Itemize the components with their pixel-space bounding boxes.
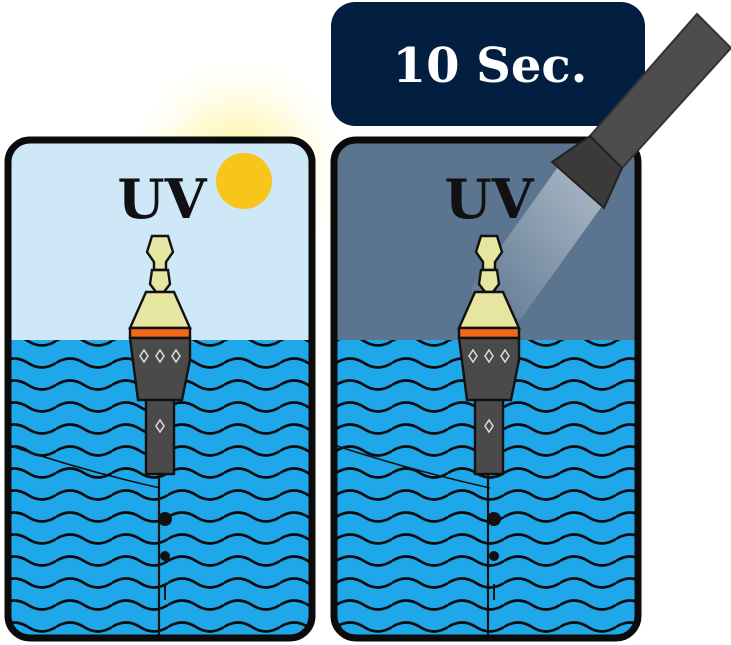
timer-badge: 10 Sec. [331, 2, 645, 126]
timer-badge-background [331, 2, 645, 126]
fishing-line [334, 444, 491, 489]
uv-label-left: UV [118, 167, 208, 231]
panel-frame-left [4, 136, 316, 642]
panel-daylight: UV [4, 136, 316, 642]
timer-label: 10 Sec. [393, 38, 588, 94]
fishing-float-right [457, 234, 521, 640]
fishing-line [8, 444, 161, 489]
panel-frame-right [330, 136, 642, 642]
panel-night: UV [330, 136, 642, 642]
fishing-float-left [128, 234, 192, 640]
flashlight-beam [470, 150, 610, 320]
uv-label-right: UV [445, 167, 535, 231]
flashlight-icon [550, 12, 731, 210]
sun-icon [216, 153, 272, 209]
